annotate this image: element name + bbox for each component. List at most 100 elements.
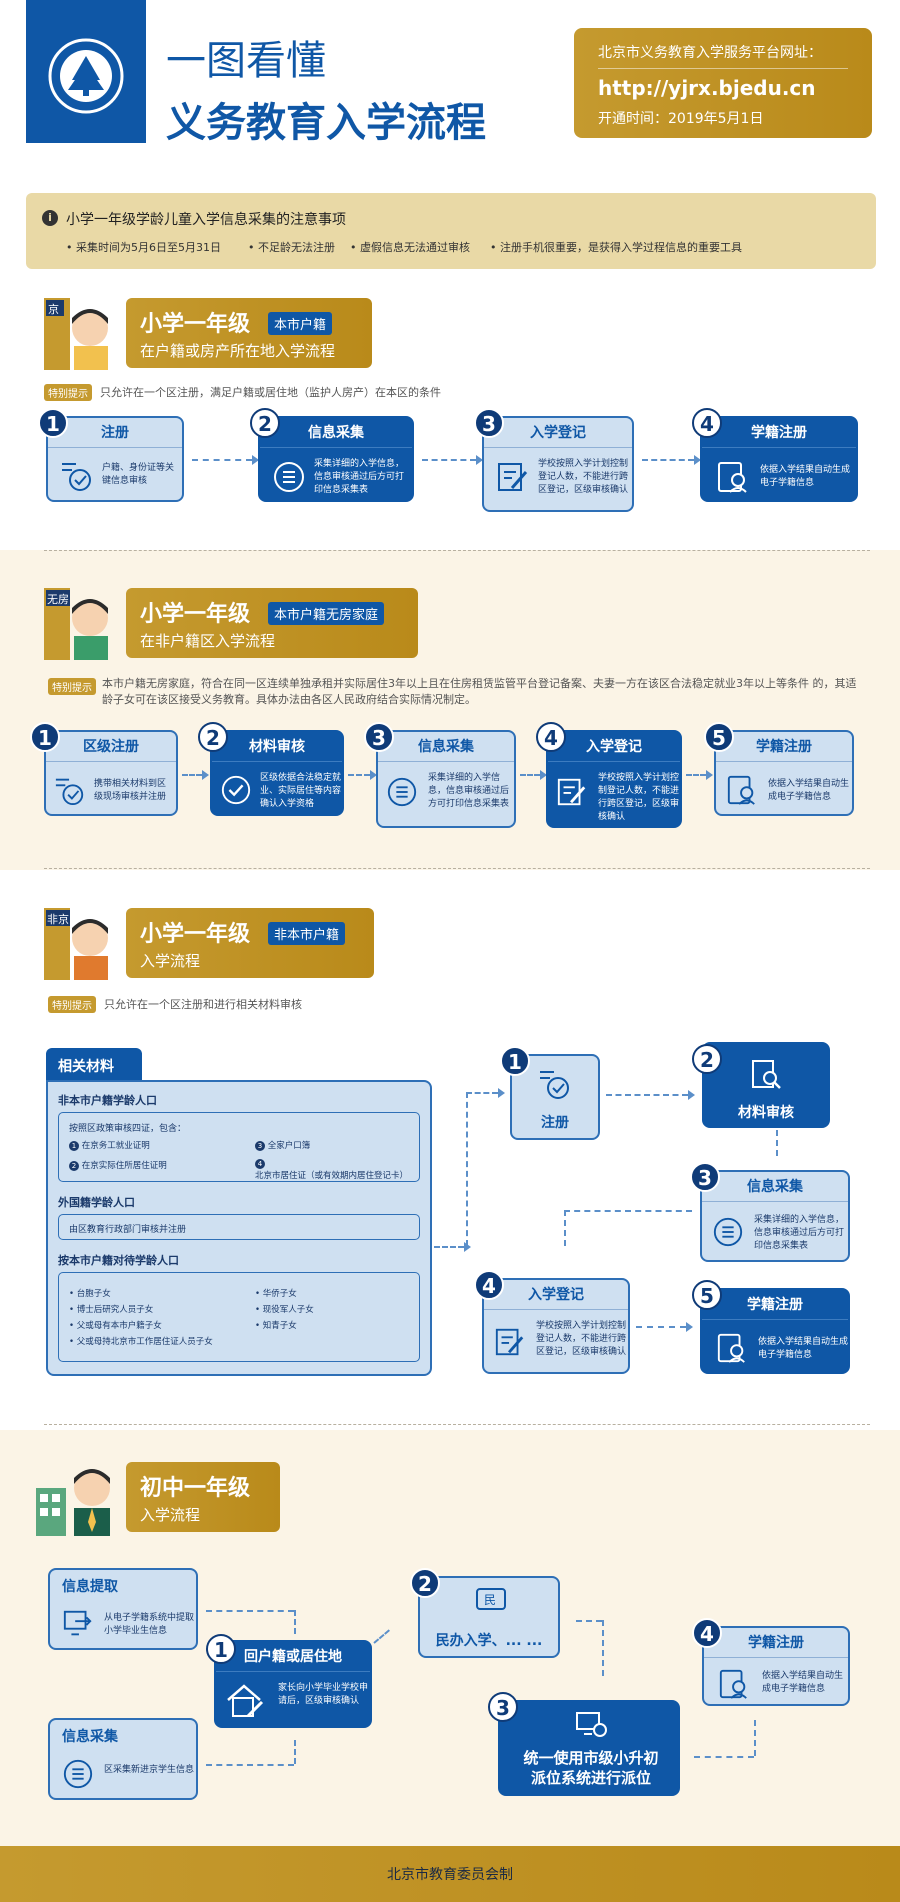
section-subtitle: 入学流程 [140,1506,201,1524]
step-number: 4 [474,1270,504,1300]
step-number: 4 [536,722,566,752]
page-title-line1: 一图看懂 [166,38,326,84]
step-number: 3 [364,722,394,752]
child-nonlocal-icon [44,908,108,980]
step-desc: 区级依据合法稳定就业、实际居住等内容确认入学资格 [260,773,342,809]
step-title: 注册 [48,418,182,448]
step-enroll-register: 入学登记 学校按照入学计划控制登记人数，不能进行跨区登记，区级审核确认 [482,416,634,512]
step-title: 学籍注册 [702,418,856,448]
notice-title: 小学一年级学龄儿童入学信息采集的注意事项 [66,212,346,228]
section-junior-high: 初中一年级 入学流程 信息提取 从电子学籍系统中提取小学毕业生信息 信息采集 区… [0,1430,900,1846]
footer-text: 北京市教育委员会制 [387,1867,513,1883]
step-number: 2 [250,408,280,438]
student-id-icon [719,1669,747,1699]
edit-form-icon [557,778,586,806]
notice-banner: i 小学一年级学龄儿童入学信息采集的注意事项 • 采集时间为5月6日至5月31日… [26,193,876,269]
step-info-collect: 信息采集 采集详细的入学信息，信息审核通过后方可打印信息采集表 [700,1170,850,1262]
refresh-list-icon [387,777,417,807]
flow-arrow [192,455,259,465]
step-number: 2 [198,722,228,752]
group-box: 按照区政策审核四证，包含： 1 在京务工就业证明 3 全家户口簿 2 在京实际住… [58,1112,420,1182]
child-building-icon [44,588,108,660]
flow-arrow [520,770,547,780]
check-circle-icon [221,775,251,805]
materials-tab-label: 相关材料 [58,1059,114,1075]
group-label: 按本市户籍对待学龄人口 [58,1254,179,1267]
flow-connector [294,1610,296,1634]
step-title: 信息采集 [378,732,514,762]
badge-text: 京 [48,303,59,316]
group-label: 外国籍学龄人口 [58,1196,135,1209]
edit-form-icon [495,1328,524,1356]
step-title: 材料审核 [212,732,342,762]
info-extract-box: 信息提取 从电子学籍系统中提取小学毕业生信息 [48,1568,198,1650]
education-seal-logo [48,38,124,114]
material-item: 4 北京市居住证（或有效期内居住登记卡） [255,1159,409,1181]
checklist-icon [55,778,84,806]
child-avatar: 无房 [44,588,116,660]
step-number: 3 [690,1162,720,1192]
flow-connector [564,1210,566,1246]
badge-text: 非京 [47,913,69,926]
section-subtitle: 在户籍或房产所在地入学流程 [140,342,336,360]
section-main-title: 小学一年级 [140,312,251,337]
step-title: 区级注册 [46,732,176,762]
flow-connector [466,1092,468,1246]
section-main-title: 初中一年级 [140,1476,251,1501]
step-desc: 户籍、身份证等关键信息审核 [102,463,175,486]
material-item: • 父或母有本市户籍子女 [69,1321,162,1331]
material-item: 3 全家户口簿 [255,1139,310,1151]
step-desc: 采集详细的入学信息，信息审核通过后方可打印信息采集表 [754,1215,845,1251]
step-title: 统一使用市级小升初派位系统进行派位 [523,1749,659,1787]
step-desc: 学校按照入学计划控制登记人数，不能进行跨区登记，区级审核确认 [536,1321,627,1357]
step-enroll-register: 入学登记 学校按照入学计划控制登记人数，不能进行跨区登记，区级审核确认 [546,730,682,828]
page-title-line2: 义务教育入学流程 [166,100,486,146]
step-material-review: 材料审核 区级依据合法稳定就业、实际居住等内容确认入学资格 [210,730,344,816]
flow-connector [294,1740,296,1764]
flow-arrow [434,1242,471,1252]
tip-text: 本市户籍无房家庭，符合在同一区连续单独承租并实际居住3年以上且在住房租赁监管平台… [102,677,857,706]
step-desc: 学校按照入学计划控制登记人数，不能进行跨区登记，区级审核确认 [538,459,629,495]
step-info-collect: 信息采集 采集详细的入学信息，信息审核通过后方可打印信息采集表 [258,416,414,502]
step-desc: 携带相关材料到区级现场审核并注册 [94,779,167,802]
section-title-box: 初中一年级 入学流程 [126,1462,280,1532]
child-beijing-icon [44,298,108,370]
step-district-register: 区级注册 携带相关材料到区级现场审核并注册 [44,730,178,816]
private-school-icon: 民 [476,1588,506,1610]
section-local-no-house: 无房 小学一年级 本市户籍无房家庭 在非户籍区入学流程 特别提示 本市户籍无房家… [0,550,900,870]
step-desc: 学校按照入学计划控制登记人数，不能进行跨区登记，区级审核确认 [598,773,680,822]
step-desc: 区采集新进京学生信息 [104,1765,195,1775]
refresh-list-icon [274,462,304,492]
section-main-title: 小学一年级 [140,602,251,627]
materials-panel: 非本市户籍学龄人口 按照区政策审核四证，包含： 1 在京务工就业证明 3 全家户… [46,1080,432,1376]
notice-item: • 采集时间为5月6日至5月31日 [66,241,221,254]
material-item: • 父或母持北京市工作居住证人员子女 [69,1337,213,1347]
material-item: 1 在京务工就业证明 [69,1139,150,1151]
step-student-registration: 学籍注册 依据入学结果自动生成电子学籍信息 [700,416,858,502]
step-lottery-allocation: 统一使用市级小升初派位系统进行派位 [498,1700,680,1796]
material-item: 由区教育行政部门审核并注册 [69,1225,187,1235]
step-enroll-register: 入学登记 学校按照入学计划控制登记人数，不能进行跨区登记，区级审核确认 [482,1278,630,1374]
section-subtitle: 在非户籍区入学流程 [140,632,276,650]
platform-url[interactable]: http://yjrx.bjedu.cn [598,76,816,100]
material-item: • 现役军人子女 [255,1305,314,1315]
notice-item: • 注册手机很重要，是获得入学过程信息的重要工具 [490,241,742,254]
step-return-hukou: 回户籍或居住地 家长向小学毕业学校申请后，区级审核确认 [214,1640,372,1728]
edit-form-icon [498,463,528,491]
step-title: 学籍注册 [702,1290,848,1320]
step-desc: 依据入学结果自动生成电子学籍信息 [762,1671,844,1694]
flow-connector [206,1610,294,1612]
notice-item: • 不足龄无法注册 [248,241,335,254]
step-number: 1 [38,408,68,438]
tip-text: 只允许在一个区注册和进行相关材料审核 [104,998,302,1011]
step-student-registration: 学籍注册 依据入学结果自动生成电子学籍信息 [714,730,854,816]
step-number: 3 [474,408,504,438]
step-title: 民办入学、... ... [435,1633,543,1649]
step-title: 入学登记 [548,732,680,762]
svg-text:民: 民 [484,1593,496,1607]
step-number: 4 [692,1618,722,1648]
checklist-icon [540,1071,569,1099]
step-title: 学籍注册 [716,732,852,762]
section-title-box: 小学一年级 本市户籍无房家庭 在非户籍区入学流程 [126,588,418,658]
step-info-collect: 信息采集 采集详细的入学信息，信息审核通过后方可打印信息采集表 [376,730,516,828]
